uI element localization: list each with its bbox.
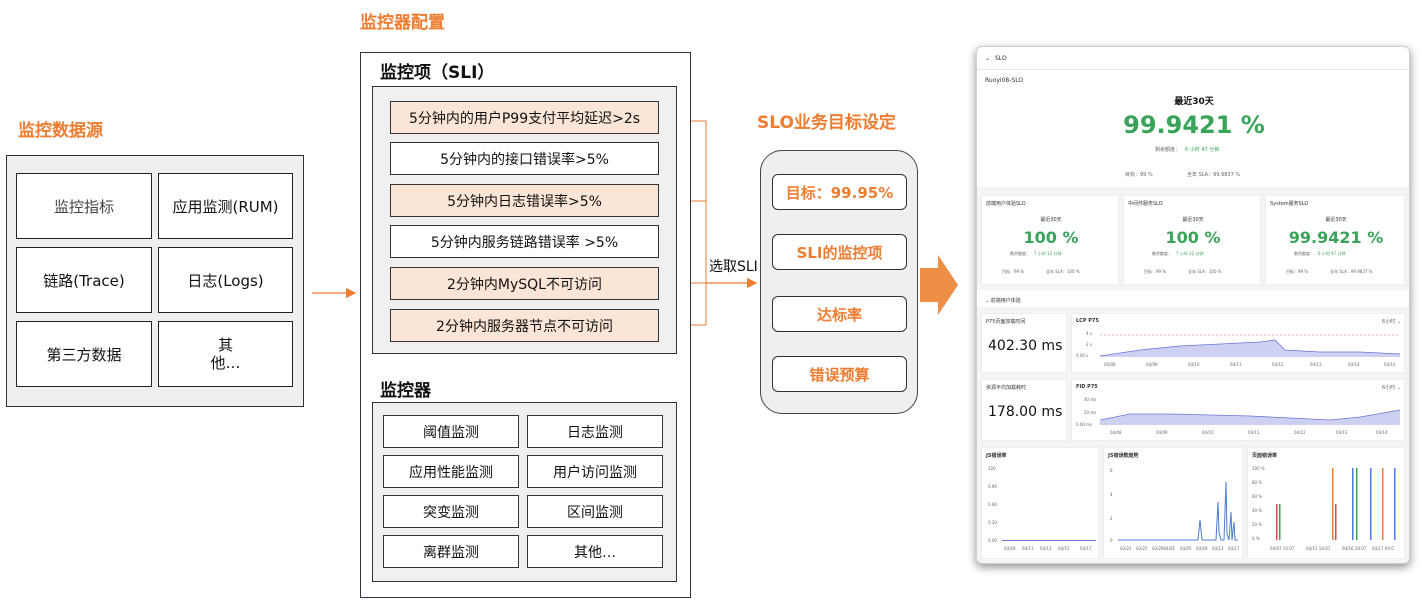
budget-value: 6 小时 47 分钟 (1185, 147, 1220, 153)
lcp-chart: LCP P75 6小时 ⌄ 4 s 2 s 0.00 s 04/08 04/09… (1071, 313, 1405, 373)
source-third-party: 第三方数据 (16, 321, 152, 387)
sub-slo-card: System服务SLO 最近30天 99.9421 % 剩余额度： 6 小时 4… (1265, 195, 1405, 285)
monitor-item: 应用性能监测 (383, 455, 519, 488)
sli-item: 2分钟内服务器节点不可访问 (390, 309, 659, 342)
sli-item: 5分钟内的接口错误率>5% (390, 142, 659, 175)
source-rum: 应用监测(RUM) (158, 173, 293, 239)
source-panel: 监控指标 应用监测(RUM) 链路(Trace) 日志(Logs) 第三方数据 … (6, 155, 304, 407)
range-select[interactable]: 6小时 ⌄ (1382, 385, 1401, 391)
js-error-trend-chart: JS错误数趋势 6 4 2 0 03/21 03/25 03/2904/01 0… (1103, 447, 1243, 559)
slo-target: 目标：99.95% (772, 174, 907, 210)
source-other: 其 他… (158, 321, 293, 387)
fid-chart: FID P75 6小时 ⌄ 40 ms 20 ms 0.00 ms 04/08 … (1071, 379, 1405, 441)
right-arrow-icon (920, 255, 958, 315)
sli-item: 2分钟内MySQL不可访问 (390, 267, 659, 300)
page-error-plot (1276, 468, 1396, 540)
slo-title: SLO业务目标设定 (757, 113, 896, 133)
source-logs: 日志(Logs) (158, 247, 293, 313)
sli-item: 5分钟内服务链路错误率 >5% (390, 225, 659, 258)
source-trace: 链路(Trace) (16, 247, 152, 313)
js-error-rate-chart: JS错误率 120 0.90 0.60 0.30 0.00 04/09 04/1… (981, 447, 1099, 559)
resource-card: 资源平均加载耗时 178.00 ms (981, 379, 1067, 441)
fid-plot (1100, 409, 1400, 425)
source-title: 监控数据源 (18, 121, 103, 141)
dashboard-name: Ruoyi08-SLO (985, 77, 1024, 84)
slo-error-budget: 错误预算 (772, 356, 907, 392)
monitor-title: 监控器 (380, 381, 431, 401)
sli-title: 监控项（SLI） (380, 63, 495, 83)
sub-slo-card: 中间件服务SLO 最近30天 100 % 剩余额度： 7 小时 12 分钟 目标… (1123, 195, 1261, 285)
range-select[interactable]: 6小时 ⌄ (1382, 319, 1401, 325)
p75-card: P75页面加载时间 402.30 ms (981, 313, 1067, 373)
sla-text: 全年 SLA：99.9837 % (1187, 172, 1241, 178)
target-text: 目标：99 % (1125, 172, 1153, 178)
js-trend-plot (1118, 481, 1238, 541)
monitor-item: 日志监测 (527, 415, 663, 448)
slo-dashboard: ⌄ SLO Ruoyi08-SLO 最近30天 99.9421 % 剩余额度： … (976, 46, 1410, 564)
source-metrics: 监控指标 (16, 173, 152, 239)
monitor-item: 区间监测 (527, 495, 663, 528)
monitor-item: 阈值监测 (383, 415, 519, 448)
monitor-item: 离群监测 (383, 535, 519, 568)
dashboard-period: 最近30天 (1174, 97, 1214, 107)
sli-item: 5分钟内日志错误率>5% (390, 184, 659, 217)
lcp-plot (1100, 334, 1400, 357)
monitor-item: 其他… (527, 535, 663, 568)
select-sli-label: 选取SLI (709, 259, 758, 275)
dashboard-section[interactable]: SLO (995, 55, 1007, 62)
slo-compliance: 达标率 (772, 296, 907, 332)
budget-label: 剩余额度： (1155, 147, 1181, 153)
dashboard-big-value: 99.9421 % (1123, 111, 1265, 139)
slo-sli-items: SLI的监控项 (772, 234, 907, 270)
collapse-icon[interactable]: ⌄ (985, 55, 991, 62)
sli-item: 5分钟内的用户P99支付平均延迟>2s (390, 101, 659, 134)
config-title: 监控器配置 (360, 13, 445, 33)
sub-slo-card: 前端用户体验SLO 最近30天 100 % 剩余额度： 7 小时 12 分钟 目… (981, 195, 1119, 285)
page-error-rate-chart: 页面错误率 100 % 80 % 60 % 40 % 20 % 0 % 04/0… (1247, 447, 1405, 559)
collapse-icon: ⌄ (985, 298, 991, 304)
monitor-item: 用户访问监测 (527, 455, 663, 488)
frontend-section[interactable]: ⌄ 前端用户体验 (985, 298, 1021, 304)
monitor-item: 突变监测 (383, 495, 519, 528)
